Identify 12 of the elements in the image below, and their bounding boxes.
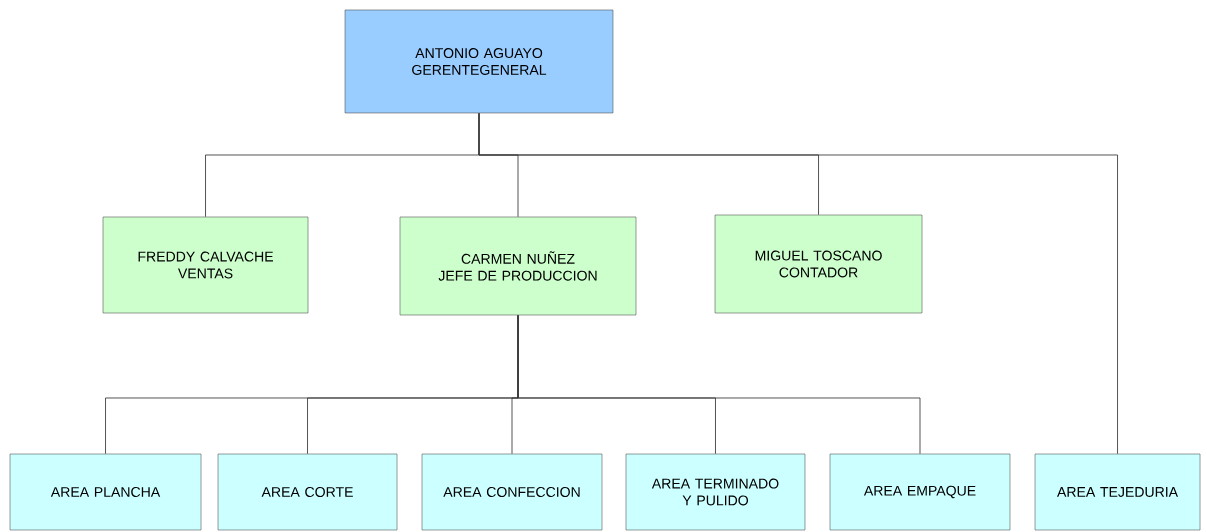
connector-line	[517, 314, 921, 455]
connector-line	[478, 112, 1118, 455]
department-box: FREDDY CALVACHE VENTAS	[102, 216, 309, 314]
area-box: AREA TERMINADO Y PULIDO	[625, 453, 806, 531]
department-box: MIGUEL TOSCANO CONTADOR	[714, 214, 923, 314]
area-box: AREA PLANCHA	[9, 453, 202, 531]
area-box: AREA CONFECCION	[421, 453, 603, 531]
area-box: AREA CORTE	[217, 453, 398, 531]
area-box: AREA TEJEDURIA	[1034, 453, 1201, 531]
department-box: CARMEN NUÑEZ JEFE DE PRODUCCION	[399, 216, 637, 316]
area-box: AREA EMPAQUE	[829, 453, 1011, 531]
manager-box: ANTONIO AGUAYO GERENTEGENERAL	[344, 9, 614, 114]
